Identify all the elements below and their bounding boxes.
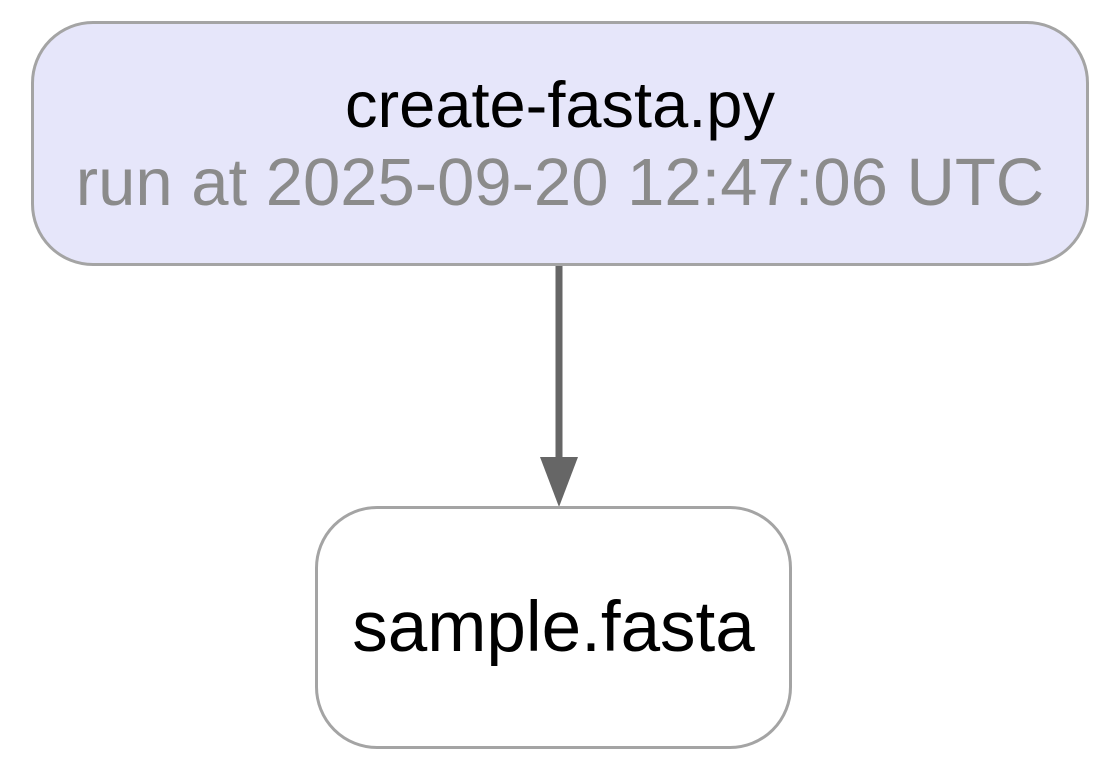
arrowhead-down-icon (540, 457, 578, 507)
node-sample-fasta: sample.fasta (315, 506, 792, 749)
file-node-label: sample.fasta (352, 587, 755, 667)
process-node-label: create-fasta.py (345, 67, 775, 141)
process-node-run-timestamp: run at 2025-09-20 12:47:06 UTC (75, 144, 1045, 220)
node-create-fasta-py: create-fasta.py run at 2025-09-20 12:47:… (31, 21, 1089, 266)
